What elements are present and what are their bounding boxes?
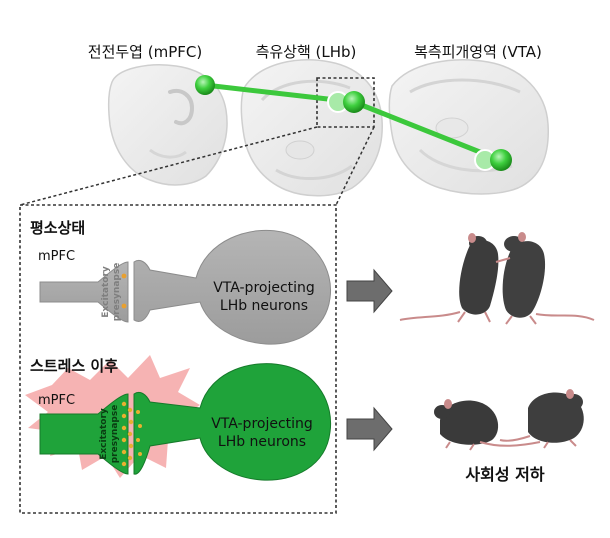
- vesicle-dots: [121, 401, 142, 467]
- mpfc-node: [195, 75, 215, 95]
- mice-interacting-illustration: [399, 232, 595, 325]
- vta-label: 복측피개영역 (VTA): [414, 43, 542, 61]
- brain-slice-mpfc: [107, 64, 228, 186]
- mice-apart-illustration: [434, 389, 584, 451]
- normal-neuron-line2: LHb neurons: [220, 298, 308, 314]
- result-label: 사회성 저하: [465, 465, 544, 484]
- stress-synapse: Excitatory presynapse: [39, 363, 332, 481]
- normal-neuron-line1: VTA-projecting: [213, 280, 315, 296]
- stress-presynapse-line1: Excitatory: [99, 408, 109, 460]
- mpfc-label: 전전두엽 (mPFC): [88, 43, 202, 61]
- stress-neuron-line2: LHb neurons: [218, 434, 306, 450]
- stress-mpfc-label: mPFC: [38, 393, 75, 408]
- stress-presynapse-line2: presynapse: [110, 405, 120, 464]
- normal-mpfc-label: mPFC: [38, 249, 75, 264]
- arrow-stress-icon: [346, 406, 393, 452]
- stress-neuron-line1: VTA-projecting: [211, 416, 313, 432]
- zoom-line-right: [335, 126, 375, 206]
- normal-presynapse-line1: Excitatory: [101, 266, 111, 318]
- zoom-line-left: [19, 126, 318, 206]
- vta-node: [474, 149, 512, 171]
- normal-synapse: Excitatory presynapse: [39, 229, 332, 345]
- normal-presynapse-line2: presynapse: [112, 263, 122, 322]
- lhb-node: [327, 91, 365, 113]
- lhb-label: 측유상핵 (LHb): [256, 43, 357, 61]
- arrow-normal-icon: [346, 268, 393, 314]
- normal-state-title: 평소상태: [30, 219, 85, 237]
- lhb-zoom-box: [316, 77, 375, 128]
- brain-slice-lhb: [240, 59, 383, 197]
- stress-state-title: 스트레스 이후: [30, 357, 118, 375]
